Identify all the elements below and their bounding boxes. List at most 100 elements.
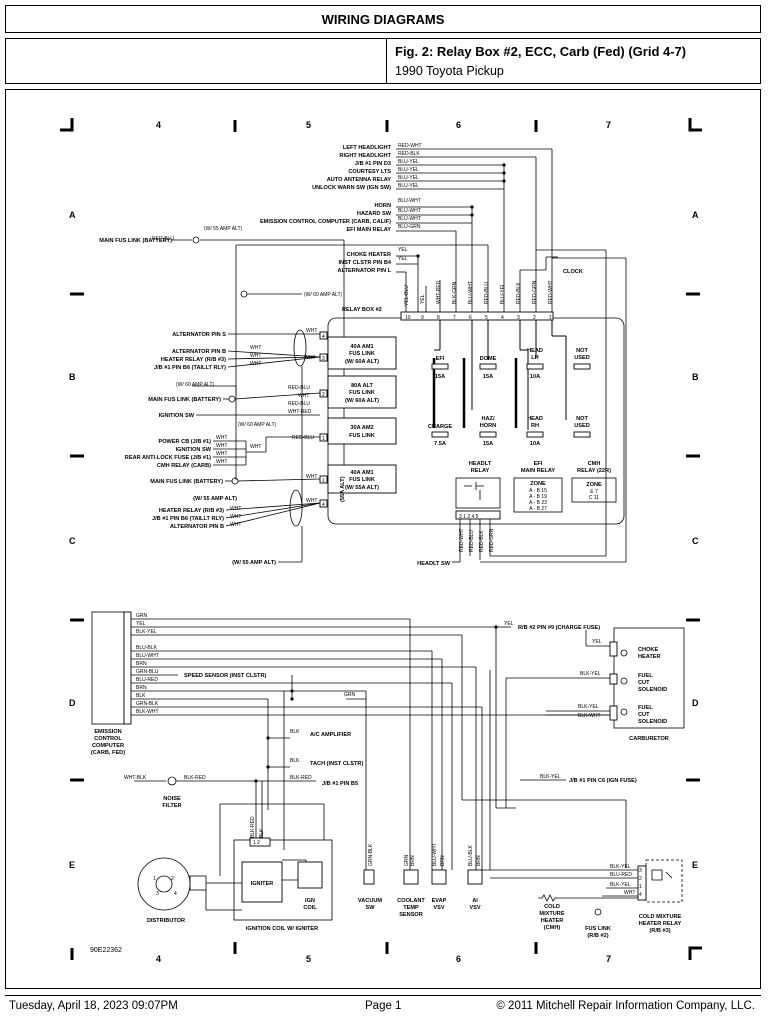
svg-text:8: 8 — [437, 315, 440, 321]
svg-text:BRN: BRN — [136, 685, 147, 691]
svg-text:NOT: NOT — [576, 348, 588, 354]
grid-col-4-bottom: 4 — [156, 954, 161, 964]
svg-text:BLK-YEL: BLK-YEL — [610, 864, 631, 870]
svg-text:5: 5 — [485, 315, 488, 321]
svg-text:A - B 27: A - B 27 — [529, 506, 547, 512]
grid-col-5-top: 5 — [306, 120, 311, 130]
svg-text:BLK-WHT: BLK-WHT — [136, 709, 159, 715]
svg-text:BLU-WHT: BLU-WHT — [398, 208, 421, 214]
svg-text:10A: 10A — [530, 374, 540, 380]
svg-text:DISTRIBUTOR: DISTRIBUTOR — [147, 918, 185, 924]
svg-text:BLU-RED: BLU-RED — [136, 677, 158, 683]
svg-text:COLD MIXTURE: COLD MIXTURE — [639, 914, 682, 920]
cold-mixture-heater: COLD MIXTURE HEATER (CMH) FUS LINK (R/B … — [538, 894, 646, 939]
svg-text:2: 2 — [322, 392, 325, 398]
svg-text:USED: USED — [574, 423, 590, 429]
svg-text:BLU-WHT: BLU-WHT — [136, 653, 159, 659]
svg-text:SENSOR: SENSOR — [399, 912, 423, 918]
grid-row-e-right: E — [692, 860, 698, 870]
svg-text:BLU-WHT: BLU-WHT — [398, 216, 421, 222]
svg-text:IGNITER: IGNITER — [251, 881, 274, 887]
svg-text:3: 3 — [639, 868, 642, 874]
ecc-label-4: (CARB, FED) — [91, 750, 125, 756]
fus-link-80a-alt — [327, 375, 397, 409]
svg-text:REAR ANTI-LOCK FUSE (J/B #1): REAR ANTI-LOCK FUSE (J/B #1) — [125, 455, 211, 461]
svg-text:GRN: GRN — [136, 613, 148, 619]
svg-text:RED-GRN: RED-GRN — [532, 280, 538, 304]
svg-text:FUS LINK: FUS LINK — [349, 477, 375, 483]
svg-text:SW: SW — [365, 905, 375, 911]
svg-text:BLK-RED: BLK-RED — [290, 775, 312, 781]
label-55a-alt-side: (55A ALT) — [340, 476, 346, 502]
diagram-frame: 4 5 6 7 4 5 6 7 A B C D E A B C D E LEFT… — [5, 89, 761, 989]
svg-text:RED-BLU: RED-BLU — [288, 401, 310, 407]
headlt-wires — [452, 249, 627, 563]
svg-text:4: 4 — [501, 315, 504, 321]
svg-text:BLK-YEL: BLK-YEL — [580, 671, 601, 677]
svg-text:(W/ 55A ALT): (W/ 55A ALT) — [345, 485, 379, 491]
svg-text:RH: RH — [531, 423, 539, 429]
svg-text:WHT: WHT — [216, 443, 227, 449]
svg-text:ALTERNATOR PIN S: ALTERNATOR PIN S — [172, 332, 226, 338]
svg-text:RED-WHT: RED-WHT — [548, 280, 554, 304]
svg-text:MIXTURE: MIXTURE — [539, 911, 564, 917]
grid-col-7-bottom: 7 — [606, 954, 611, 964]
svg-text:15A: 15A — [435, 374, 445, 380]
svg-text:ALTERNATOR PIN B: ALTERNATOR PIN B — [172, 349, 226, 355]
svg-text:WHT: WHT — [250, 353, 261, 359]
svg-text:VSV: VSV — [433, 905, 444, 911]
grid-col-4-top: 4 — [156, 120, 161, 130]
svg-text:COIL: COIL — [303, 905, 317, 911]
svg-text:RED-BLK: RED-BLK — [479, 530, 485, 552]
fus-link-30a-am2 — [327, 417, 397, 445]
svg-text:7.5A: 7.5A — [434, 441, 446, 447]
svg-text:SOLENOID: SOLENOID — [638, 687, 667, 693]
grid-row-b-left: B — [69, 372, 76, 382]
svg-text:BLK-YEL: BLK-YEL — [578, 704, 599, 710]
svg-text:BLK-YEL: BLK-YEL — [540, 774, 561, 780]
svg-text:YEL: YEL — [504, 621, 514, 627]
ecc-wire-colors: GRN YEL BLK-YEL BLU-BLK BLU-WHT BRN GRN-… — [136, 613, 159, 715]
grid-row-c-right: C — [692, 536, 699, 546]
svg-text:BLK-RED: BLK-RED — [184, 775, 206, 781]
svg-text:1: 1 — [322, 436, 325, 442]
svg-text:3: 3 — [322, 356, 325, 362]
svg-text:J/B #1 PIN B6 (TAILLT RLY): J/B #1 PIN B6 (TAILLT RLY) — [154, 365, 226, 371]
svg-text:HORN: HORN — [480, 423, 496, 429]
svg-text:1: 1 — [549, 315, 552, 321]
svg-text:EVAP: EVAP — [432, 898, 447, 904]
svg-text:BLU-YEL: BLU-YEL — [398, 159, 419, 165]
vehicle-name: 1990 Toyota Pickup — [395, 64, 504, 78]
figure-caption-box: Fig. 2: Relay Box #2, ECC, Carb (Fed) (G… — [5, 38, 761, 84]
corner-marks — [60, 118, 702, 960]
svg-text:BLK-GRN: BLK-GRN — [452, 281, 458, 304]
svg-text:40A AM1: 40A AM1 — [350, 470, 373, 476]
svg-text:(CMH): (CMH) — [544, 925, 561, 931]
svg-text:WHT: WHT — [306, 328, 317, 334]
svg-text:CMH RELAY (CARB): CMH RELAY (CARB) — [157, 463, 211, 469]
svg-text:BLK: BLK — [136, 693, 146, 699]
svg-text:(W/ 55 AMP ALT): (W/ 55 AMP ALT) — [193, 496, 237, 502]
svg-text:RED-BLK: RED-BLK — [398, 151, 420, 157]
svg-text:COLD: COLD — [544, 904, 560, 910]
relay-left-labels: ALTERNATOR PIN S ALTERNATOR PIN B HEATER… — [125, 332, 277, 566]
svg-text:WHT: WHT — [216, 459, 227, 465]
ecc-wires — [131, 618, 627, 870]
svg-text:WHT: WHT — [250, 444, 261, 450]
svg-text:WHT: WHT — [230, 514, 241, 520]
svg-text:(R/B #2): (R/B #2) — [587, 933, 608, 939]
svg-text:YEL: YEL — [420, 294, 426, 304]
relay-left-wires — [192, 329, 321, 563]
footer-page: Page 1 — [365, 1000, 402, 1012]
svg-text:WHT-BLK: WHT-BLK — [124, 775, 147, 781]
wire-main-fus-top: RED-BLU — [152, 236, 174, 242]
footer-bar: Tuesday, April 18, 2023 09:07PM Page 1 ©… — [5, 995, 761, 1018]
svg-text:SPEED SENSOR (INST CLSTR): SPEED SENSOR (INST CLSTR) — [184, 673, 266, 679]
svg-text:FILTER: FILTER — [162, 803, 181, 809]
svg-text:GRN-BLK: GRN-BLK — [368, 843, 374, 866]
svg-text:BLK: BLK — [290, 729, 300, 735]
svg-text:J/B #1 PIN B6 (TAILLT RLY): J/B #1 PIN B6 (TAILLT RLY) — [152, 516, 224, 522]
grid-col-7-top: 7 — [606, 120, 611, 130]
